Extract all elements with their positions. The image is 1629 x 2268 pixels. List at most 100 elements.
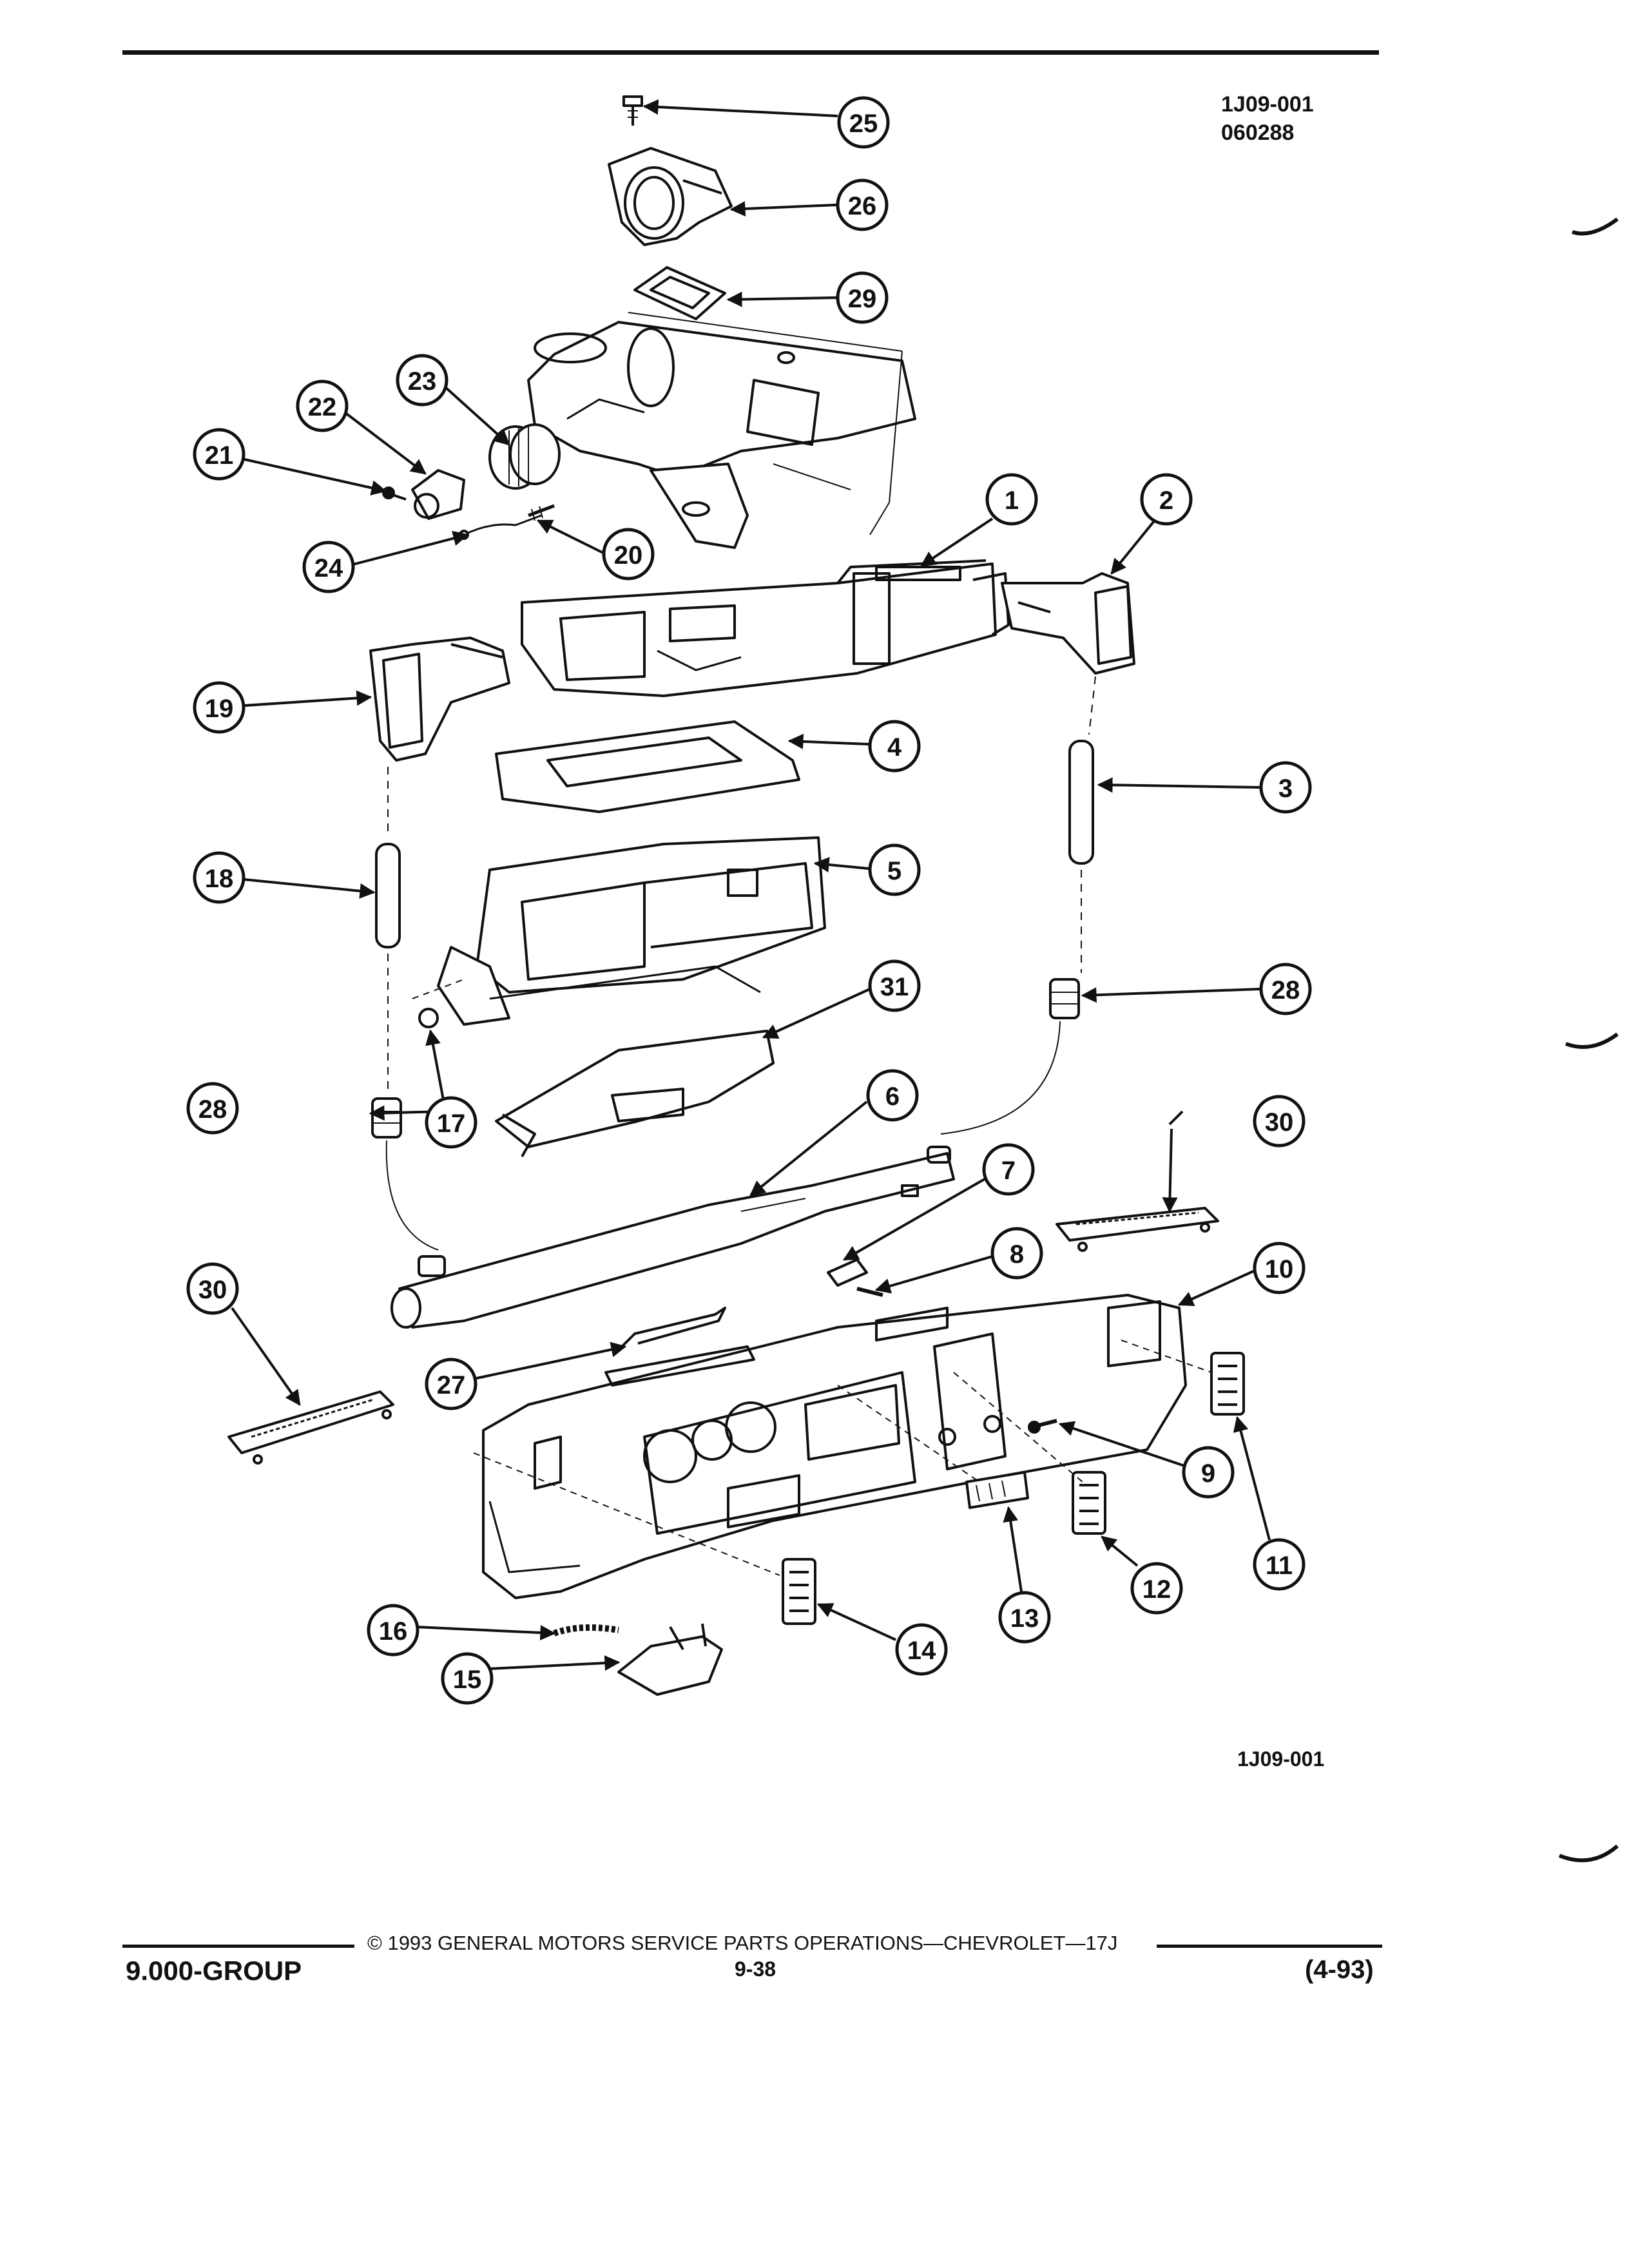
part-hose-18 xyxy=(375,767,401,1095)
svg-text:5: 5 xyxy=(887,857,901,885)
callout-14: 14 xyxy=(895,1623,948,1676)
callout-27: 27 xyxy=(425,1358,477,1410)
callout-12: 12 xyxy=(1130,1562,1183,1615)
svg-text:8: 8 xyxy=(1010,1240,1024,1269)
part-hose-3 xyxy=(1068,676,1096,973)
part-screw-8 xyxy=(856,1287,883,1297)
callout-7: 7 xyxy=(982,1143,1035,1196)
part-vent-11 xyxy=(1210,1352,1245,1416)
callout-24: 24 xyxy=(302,541,355,593)
part-panel-4 xyxy=(495,720,800,813)
callout-21: 21 xyxy=(193,428,246,481)
callout-19: 19 xyxy=(193,681,246,734)
svg-text:21: 21 xyxy=(205,441,234,470)
callout-1: 1 xyxy=(985,473,1038,526)
part-duct-adapter-26 xyxy=(608,147,733,246)
callout-6: 6 xyxy=(866,1069,919,1122)
callout-22: 22 xyxy=(296,380,349,432)
callout-30-right: 30 xyxy=(1253,1095,1306,1148)
callout-20: 20 xyxy=(602,528,655,581)
part-left-duct-19 xyxy=(369,637,510,762)
callout-11: 11 xyxy=(1253,1538,1306,1591)
callout-16: 16 xyxy=(367,1604,419,1657)
part-grommet-17 xyxy=(418,1008,439,1028)
part-bracket-31 xyxy=(495,1030,775,1157)
svg-text:30: 30 xyxy=(1265,1108,1294,1137)
svg-text:27: 27 xyxy=(437,1371,466,1399)
svg-text:20: 20 xyxy=(614,541,643,570)
svg-text:28: 28 xyxy=(198,1095,227,1124)
callout-26: 26 xyxy=(836,178,889,231)
svg-text:31: 31 xyxy=(880,973,909,1001)
part-bracket-7 xyxy=(827,1258,868,1287)
part-screw-21 xyxy=(382,486,407,501)
svg-text:16: 16 xyxy=(379,1617,408,1646)
callout-29: 29 xyxy=(836,271,889,324)
part-grommet-28-left xyxy=(371,1097,402,1139)
svg-text:24: 24 xyxy=(314,554,343,582)
part-hose-16 xyxy=(553,1624,619,1637)
figure-ref-number: 060288 xyxy=(1221,120,1295,145)
part-instrument-panel-10 xyxy=(482,1294,1187,1599)
callout-25: 25 xyxy=(837,96,890,149)
callout-4: 4 xyxy=(868,720,921,773)
callout-13: 13 xyxy=(998,1591,1051,1644)
callout-23: 23 xyxy=(396,354,448,407)
footer-revision: (4-93) xyxy=(1305,1956,1374,1984)
svg-text:3: 3 xyxy=(1278,774,1293,803)
svg-text:29: 29 xyxy=(848,285,877,313)
part-grille-30-right xyxy=(1055,1207,1219,1252)
part-resistor-22 xyxy=(411,469,465,520)
callout-30-left: 30 xyxy=(186,1262,239,1315)
svg-text:22: 22 xyxy=(308,393,337,421)
svg-text:23: 23 xyxy=(408,367,437,396)
svg-text:9: 9 xyxy=(1201,1459,1215,1488)
part-vent-12 xyxy=(1072,1471,1106,1535)
svg-text:7: 7 xyxy=(1001,1157,1016,1185)
footer-copyright: © 1993 GENERAL MOTORS SERVICE PARTS OPER… xyxy=(367,1932,1118,1954)
footer-rule-right xyxy=(1157,1945,1382,1948)
part-right-duct-2 xyxy=(1001,572,1135,675)
svg-text:13: 13 xyxy=(1010,1604,1039,1633)
part-heater-case-5 xyxy=(437,836,826,1026)
svg-text:30: 30 xyxy=(198,1276,227,1304)
footer-rule-left xyxy=(122,1945,354,1948)
callout-28-left: 28 xyxy=(186,1082,239,1135)
footer-group: 9.000-GROUP xyxy=(126,1956,302,1986)
callout-10: 10 xyxy=(1253,1242,1306,1294)
binder-marks xyxy=(1558,217,1619,1863)
svg-text:12: 12 xyxy=(1142,1575,1171,1604)
part-lower-duct-6 xyxy=(390,1146,955,1329)
part-blower-housing xyxy=(527,312,916,549)
callout-3: 3 xyxy=(1259,761,1312,814)
callout-28-right: 28 xyxy=(1259,963,1312,1015)
callout-5: 5 xyxy=(868,843,921,896)
svg-text:28: 28 xyxy=(1271,976,1300,1004)
svg-text:4: 4 xyxy=(887,733,902,762)
callout-9: 9 xyxy=(1182,1446,1235,1499)
svg-text:1: 1 xyxy=(1005,486,1019,515)
callout-18: 18 xyxy=(193,851,246,904)
svg-text:14: 14 xyxy=(907,1637,936,1665)
svg-text:17: 17 xyxy=(437,1110,466,1138)
part-grommet-28-right xyxy=(1049,978,1080,1019)
part-screw-25 xyxy=(622,95,643,126)
callout-2: 2 xyxy=(1140,473,1193,526)
part-blower-motor-23 xyxy=(488,423,561,490)
part-harness-24 xyxy=(463,514,542,536)
svg-text:6: 6 xyxy=(885,1082,900,1111)
figure-bottom-code: 1J09-001 xyxy=(1237,1747,1325,1771)
callout-17: 17 xyxy=(425,1096,477,1149)
part-center-duct-1 xyxy=(521,559,1010,697)
part-screw-20 xyxy=(528,504,555,521)
part-clip-27 xyxy=(621,1307,726,1348)
part-vent-13 xyxy=(965,1471,1029,1509)
callout-8: 8 xyxy=(990,1227,1043,1280)
figure-ref-code: 1J09-001 xyxy=(1221,92,1314,117)
svg-text:25: 25 xyxy=(849,110,878,138)
callout-31: 31 xyxy=(868,959,921,1012)
svg-text:18: 18 xyxy=(205,865,234,893)
part-bracket-15 xyxy=(617,1623,723,1696)
svg-text:26: 26 xyxy=(848,192,877,220)
